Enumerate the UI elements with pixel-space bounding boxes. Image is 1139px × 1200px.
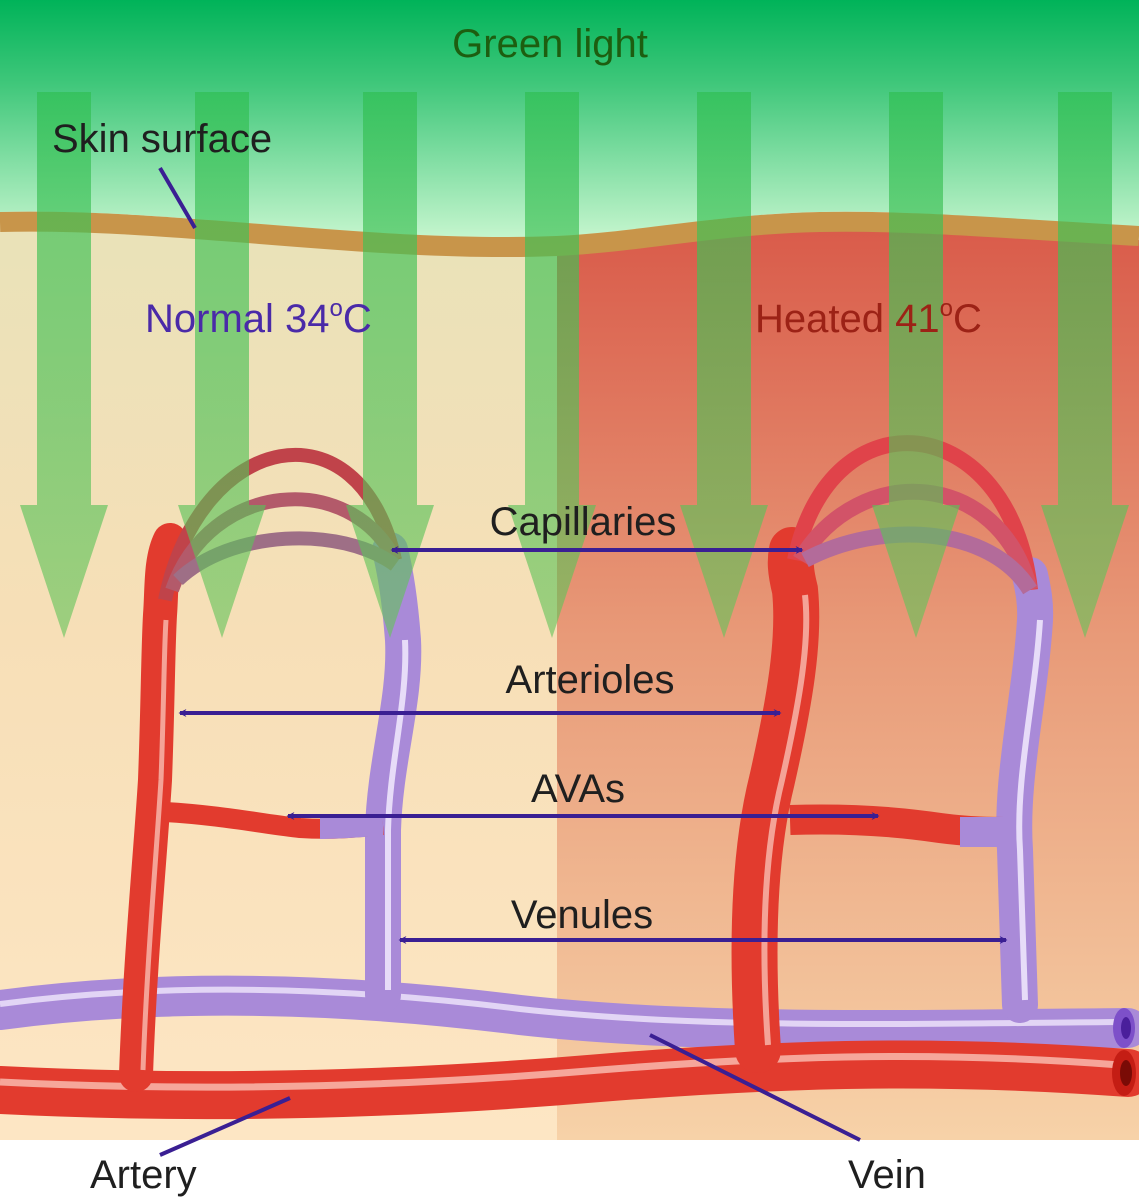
vein-right-vertical (996, 557, 1054, 1023)
artery-left-highlight (140, 619, 169, 1071)
vein-right-highlight (1016, 619, 1043, 1001)
heated-unit: C (953, 297, 982, 341)
annotation-arrows (158, 166, 1008, 1157)
heated-degree: o (940, 295, 953, 322)
normal-temp-label: Normal 34oC (145, 295, 372, 341)
skin-surface-label: Skin surface (52, 117, 272, 161)
vein-pointer (649, 1033, 861, 1142)
green-light-arrow-5 (680, 92, 768, 638)
artery-main (0, 1040, 1139, 1120)
green-light-arrow-4 (508, 92, 596, 638)
artery-lumen (1120, 1060, 1132, 1086)
arterioles-label: Arterioles (506, 658, 675, 702)
artery-label: Artery (90, 1153, 197, 1197)
green-light-arrow-3 (346, 92, 434, 638)
green-light-arrow-6 (872, 92, 960, 638)
capillaries-label: Capillaries (490, 500, 677, 544)
normal-degree: o (330, 295, 343, 322)
ava-left-vein-part (319, 814, 384, 839)
skin-surface-pointer (158, 166, 197, 230)
heated-temp-label: Heated 41oC (755, 295, 982, 341)
avas-label: AVAs (531, 767, 625, 811)
green-light-arrows (20, 92, 1129, 638)
vein-main (0, 975, 1139, 1051)
green-light-arrow-1 (20, 92, 108, 638)
artery-pointer (159, 1096, 291, 1157)
venules-label: Venules (511, 893, 653, 937)
vein-label: Vein (848, 1153, 926, 1197)
vein-lumen (1121, 1017, 1131, 1039)
green-light-arrow-7 (1041, 92, 1129, 638)
normal-unit: C (343, 297, 372, 341)
artery-main-highlight (0, 1052, 1121, 1091)
green-light-label: Green light (452, 22, 648, 66)
normal-prefix: Normal 34 (145, 297, 330, 341)
artery-right-highlight (761, 594, 810, 1046)
below-tissue (0, 1140, 1139, 1200)
heated-prefix: Heated 41 (755, 297, 940, 341)
artery-right-vertical (731, 527, 820, 1073)
green-light-arrow-2 (178, 92, 266, 638)
